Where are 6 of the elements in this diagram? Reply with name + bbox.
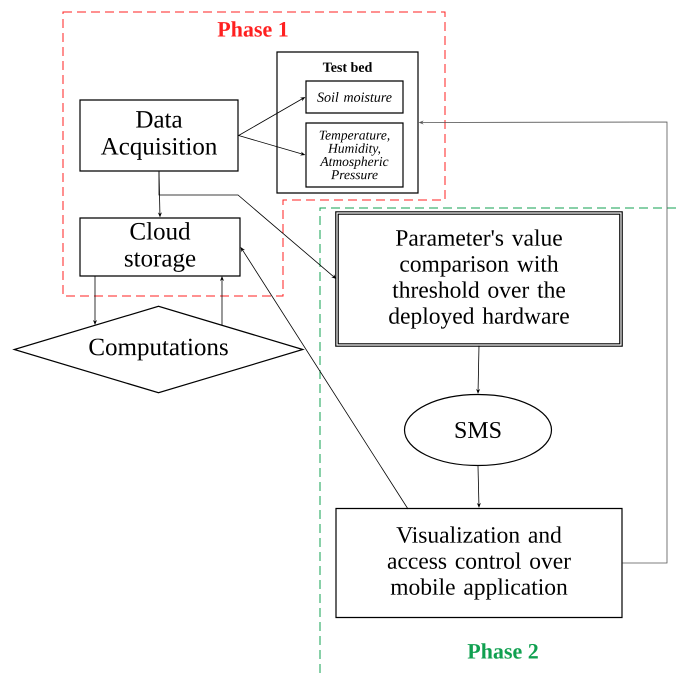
process-box: Parameter's value comparison with threshold over the deployed hardware (335, 211, 623, 347)
process-box: Cloud storage (79, 217, 241, 277)
process-box: Visualization and access control over mobile application (335, 508, 623, 618)
sensor-box: Temperature, Humidity, Atmospheric Pressure (305, 122, 404, 188)
process-box: Data Acquisition (79, 99, 239, 172)
sensor-box: Soil moisture (305, 80, 404, 114)
